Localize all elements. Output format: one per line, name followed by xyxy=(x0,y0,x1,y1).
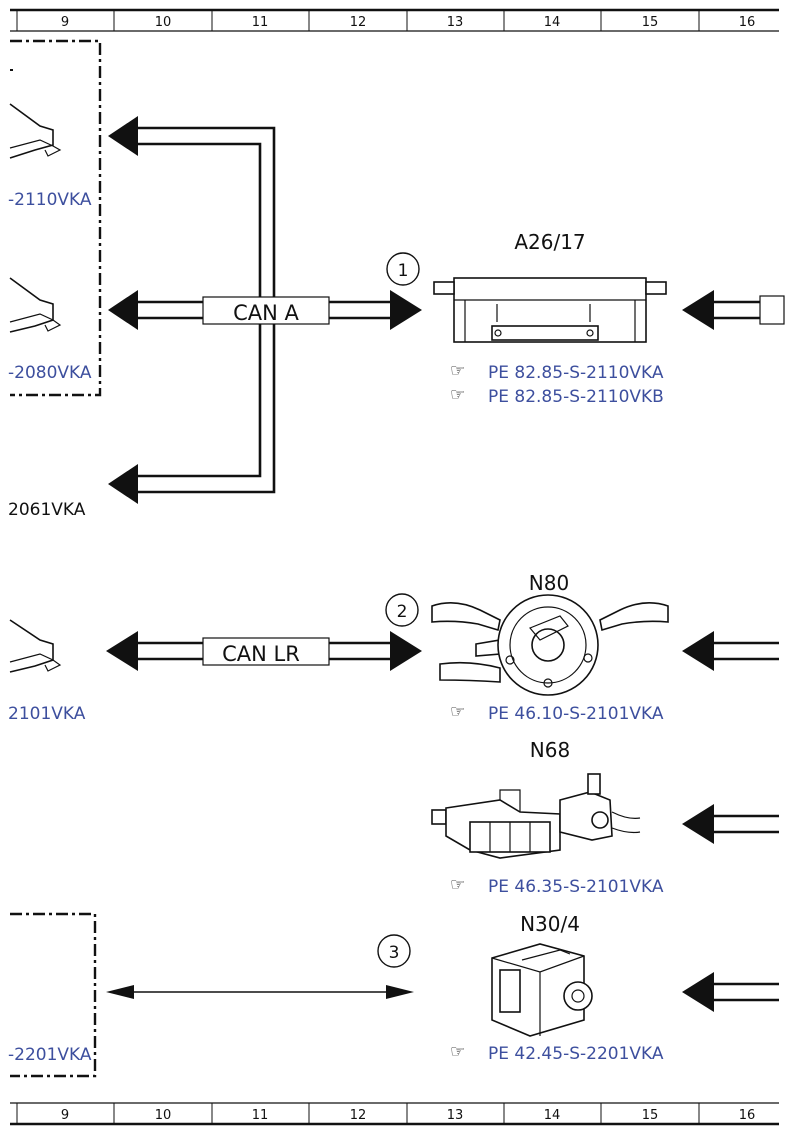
module-boundary-upper xyxy=(10,39,102,397)
left-ref-text: 2101VKA xyxy=(8,704,86,724)
pointing-hand-icon: ☞ xyxy=(450,875,465,895)
n68-refs: ☞ PE 46.35-S-2101VKA xyxy=(450,875,664,897)
ruler-label: 16 xyxy=(739,15,756,30)
ruler-label: 12 xyxy=(350,15,367,30)
ecu-outline-left-1 xyxy=(9,103,62,159)
right-connection-1 xyxy=(682,290,785,330)
marker-2: 2 xyxy=(385,593,419,627)
pointing-hand-icon: ☞ xyxy=(450,361,465,381)
bus-label-can-lr: CAN LR xyxy=(222,642,300,666)
bus-label-can-a: CAN A xyxy=(233,301,299,325)
ruler-label: 13 xyxy=(447,15,464,30)
component-label-n68: N68 xyxy=(530,738,570,762)
pe-ref-text: PE 46.35-S-2101VKA xyxy=(488,877,664,897)
a26-17-refs: ☞ PE 82.85-S-2110VKA ☞ PE 82.85-S-2110VK… xyxy=(450,361,664,407)
pointing-hand-icon: ☞ xyxy=(450,385,465,405)
component-label-n80: N80 xyxy=(529,571,569,595)
ruler-label: 13 xyxy=(447,1108,464,1123)
component-label-n30-4: N30/4 xyxy=(520,912,580,936)
n80-refs: ☞ PE 46.10-S-2101VKA xyxy=(450,702,664,724)
can-a-label-box: CAN A xyxy=(202,296,330,325)
ecu-outline-left-3 xyxy=(9,619,62,673)
ruler-label: 15 xyxy=(642,1108,659,1123)
power-steering-n68 xyxy=(431,773,641,859)
left-ref-text: -2201VKA xyxy=(8,1045,92,1065)
pe-ref-text: PE 46.10-S-2101VKA xyxy=(488,704,664,724)
component-label-a26-17: A26/17 xyxy=(514,230,585,254)
top-ruler: 9 10 11 12 13 14 15 16 xyxy=(10,8,779,32)
bottom-ruler: 9 10 11 12 13 14 15 16 xyxy=(10,1102,779,1126)
right-connection-2 xyxy=(682,631,779,671)
left-ref-text: -2110VKA xyxy=(8,190,92,210)
n30-4-refs: ☞ PE 42.45-S-2201VKA xyxy=(450,1042,664,1064)
right-connection-3 xyxy=(682,804,779,844)
ruler-label: 9 xyxy=(61,1108,69,1123)
ruler-label: 9 xyxy=(61,15,69,30)
pointing-hand-icon: ☞ xyxy=(450,1042,465,1062)
left-ref-text: -2080VKA xyxy=(8,363,92,383)
single-wire-connection xyxy=(106,985,414,999)
ecu-outline-left-2 xyxy=(9,277,62,333)
svg-text:2: 2 xyxy=(397,602,408,622)
ruler-label: 11 xyxy=(252,15,269,30)
can-lr-label-box: CAN LR xyxy=(202,637,330,666)
right-connection-4 xyxy=(682,972,779,1012)
steering-column-module-n80 xyxy=(431,594,669,696)
pointing-hand-icon: ☞ xyxy=(450,702,465,722)
control-unit-a26-17 xyxy=(433,277,667,343)
pe-ref-text: PE 42.45-S-2201VKA xyxy=(488,1044,664,1064)
ruler-label: 10 xyxy=(155,15,172,30)
module-boundary-lower xyxy=(10,912,97,1078)
ruler-label: 14 xyxy=(544,15,561,30)
ruler-label: 14 xyxy=(544,1108,561,1123)
ruler-label: 15 xyxy=(642,15,659,30)
can-lr-bus xyxy=(106,631,422,671)
svg-text:3: 3 xyxy=(389,943,400,963)
pe-ref-text: PE 82.85-S-2110VKA xyxy=(488,363,664,383)
svg-text:1: 1 xyxy=(398,261,409,281)
left-ref-text: 2061VKA xyxy=(8,500,86,520)
ruler-label: 10 xyxy=(155,1108,172,1123)
marker-1: 1 xyxy=(386,252,420,286)
ruler-label: 12 xyxy=(350,1108,367,1123)
ruler-label: 11 xyxy=(252,1108,269,1123)
pe-ref-text: PE 82.85-S-2110VKB xyxy=(488,387,664,407)
esp-control-unit-n30-4 xyxy=(491,943,593,1037)
marker-3: 3 xyxy=(377,934,411,968)
ruler-label: 16 xyxy=(739,1108,756,1123)
